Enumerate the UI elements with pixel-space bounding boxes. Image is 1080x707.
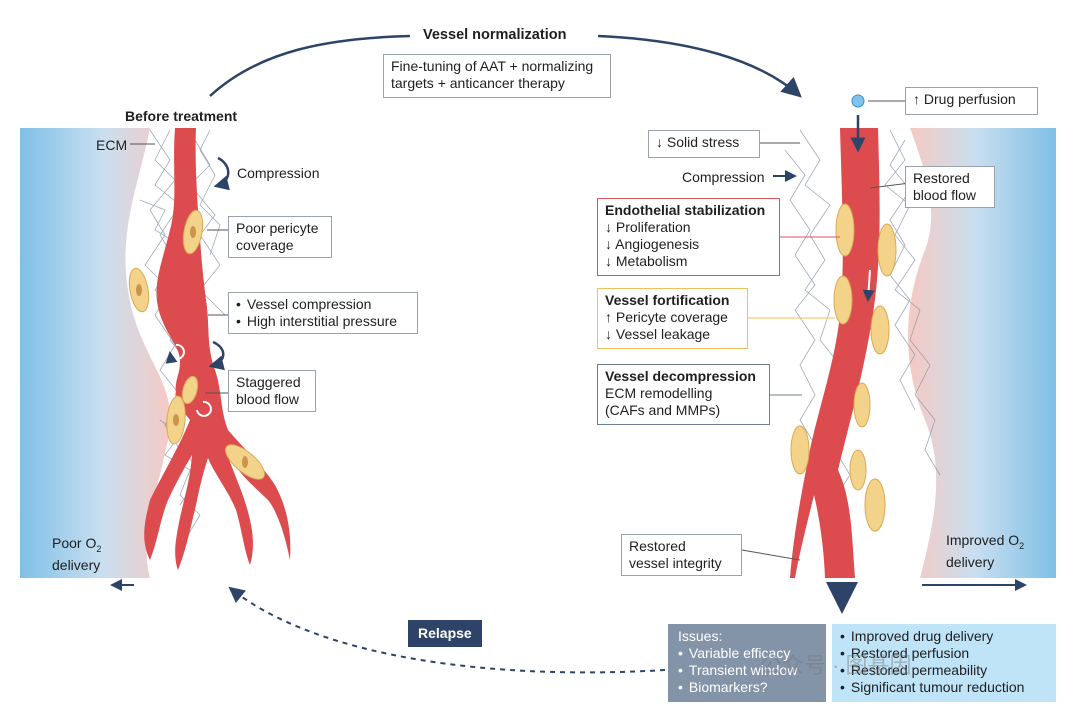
issues-box: Issues: Variable efficacy Transient wind…: [668, 624, 826, 702]
ecm-mesh-right: [784, 129, 941, 531]
endothelial-item-2: ↓ Angiogenesis: [605, 236, 700, 252]
drug-perfusion-box: ↑ Drug perfusion: [905, 87, 1038, 115]
relapse-label: Relapse: [408, 620, 482, 647]
normalization-arrow-right: [597, 34, 802, 98]
integrity-line-1: Restored: [629, 538, 686, 554]
turbulent-flow-icons: [165, 343, 212, 417]
improved-o2-prefix: Improved O: [946, 532, 1020, 548]
outcome-item-2: Restored perfusion: [840, 645, 1048, 662]
issue-item-3: Biomarkers?: [678, 679, 816, 696]
compression-arrow-2: [208, 340, 225, 371]
improved-o2-sub: 2: [1019, 540, 1025, 551]
fortification-item-1: ↑ Pericyte coverage: [605, 309, 728, 325]
vessel-integrity-box: Restored vessel integrity: [621, 534, 742, 576]
decompression-heading: Vessel decompression: [605, 368, 756, 384]
subtitle-line-2: targets + anticancer therapy: [391, 75, 565, 91]
poor-pericyte-line-1: Poor pericyte: [236, 220, 319, 236]
poor-pericyte-line-2: coverage: [236, 237, 294, 253]
poor-o2-suffix: delivery: [52, 556, 101, 573]
fortification-heading: Vessel fortification: [605, 292, 730, 308]
staggered-line-2: blood flow: [236, 391, 300, 407]
left-tissue: [20, 128, 171, 578]
endothelial-stabilization-box: Endothelial stabilization ↓ Proliferatio…: [597, 198, 780, 276]
issue-item-2: Transient window: [678, 662, 816, 679]
right-pericytes: [790, 203, 897, 532]
vessel-decompression-box: Vessel decompression ECM remodelling (CA…: [597, 364, 770, 425]
restored-flow-line-1: Restored: [913, 170, 970, 186]
restored-flow-box: Restored blood flow: [905, 166, 995, 208]
poor-o2-prefix: Poor O: [52, 535, 97, 551]
poor-o2-label: Poor O2 delivery: [52, 535, 101, 573]
flow-arrow-inside: [862, 269, 875, 302]
integrity-line-2: vessel integrity: [629, 555, 722, 571]
normalization-arrow-left: [209, 34, 411, 97]
outcome-item-1: Improved drug delivery: [840, 628, 1048, 645]
outcome-item-3: Restored permeability: [840, 662, 1048, 679]
improved-o2-suffix: delivery: [946, 553, 995, 570]
fortification-item-2: ↓ Vessel leakage: [605, 326, 711, 342]
endothelial-heading: Endothelial stabilization: [605, 202, 766, 218]
compression-label-left: Compression: [237, 165, 320, 181]
decompression-item-2: (CAFs and MMPs): [605, 402, 721, 418]
title: Vessel normalization: [423, 27, 567, 43]
compression-arrow-1: [213, 156, 230, 191]
ecm-label: ECM: [96, 137, 128, 153]
compression-label-right: Compression: [682, 169, 765, 185]
issues-heading: Issues:: [678, 628, 723, 644]
decompression-item-1: ECM remodelling: [605, 385, 713, 401]
restored-flow-line-2: blood flow: [913, 187, 977, 203]
poor-pericyte-box: Poor pericyte coverage: [228, 216, 332, 258]
solid-stress-box: ↓ Solid stress: [648, 130, 760, 158]
relapse-arrow: [228, 586, 666, 674]
before-treatment-heading: Before treatment: [125, 108, 238, 124]
subtitle-line-1: Fine-tuning of AAT + normalizing: [391, 58, 594, 74]
right-tissue: [908, 128, 1056, 578]
outcomes-box: Improved drug delivery Restored perfusio…: [832, 624, 1056, 702]
improved-o2-label: Improved O2 delivery: [946, 532, 1024, 570]
staggered-flow-box: Staggered blood flow: [228, 370, 316, 412]
poor-o2-sub: 2: [96, 543, 102, 554]
drug-particle: [851, 94, 865, 108]
endothelial-item-1: ↓ Proliferation: [605, 219, 691, 235]
watermark: 公众号 · 图基因: [760, 653, 912, 678]
bullet-vessel-compression: Vessel compression: [236, 296, 410, 313]
vessel-fortification-box: Vessel fortification ↑ Pericyte coverage…: [597, 288, 748, 349]
issue-item-1: Variable efficacy: [678, 645, 816, 662]
subtitle-box: Fine-tuning of AAT + normalizing targets…: [383, 54, 611, 98]
endothelial-item-3: ↓ Metabolism: [605, 253, 688, 269]
outcome-item-4: Significant tumour reduction: [840, 679, 1048, 696]
compression-bullets-box: Vessel compression High interstitial pre…: [228, 292, 418, 334]
bullet-interstitial-pressure: High interstitial pressure: [236, 313, 410, 330]
staggered-line-1: Staggered: [236, 374, 301, 390]
right-vessel: [790, 128, 880, 578]
